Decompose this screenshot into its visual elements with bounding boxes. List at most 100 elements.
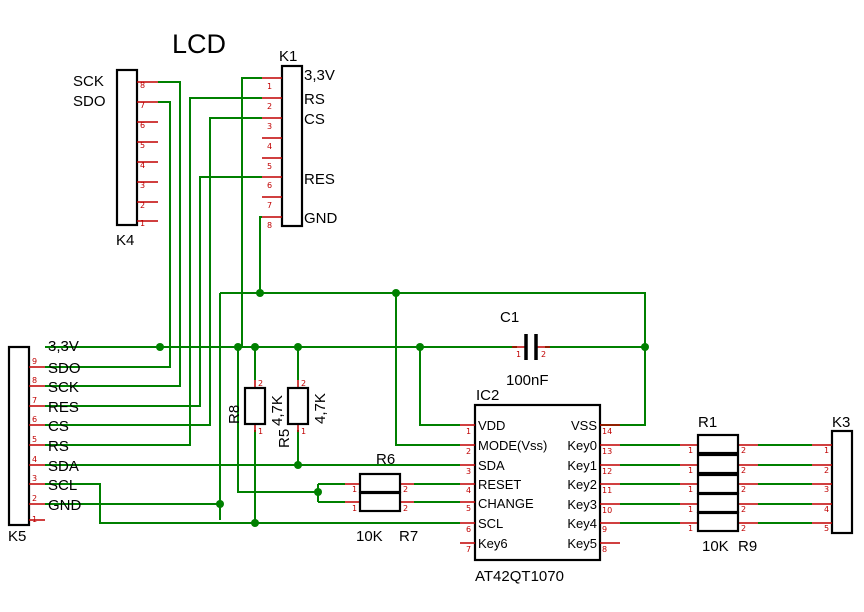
r6-value: 10K: [356, 528, 383, 545]
k5-label: SCL: [48, 477, 77, 494]
k1-pin-num: 4: [267, 142, 272, 151]
k5-pin-num: 8: [32, 376, 37, 385]
k4-label-sck: SCK: [73, 73, 104, 90]
k1-label-gnd: GND: [304, 210, 338, 227]
ic2-pin-name: RESET: [478, 477, 521, 492]
r8-value: 4,7K: [269, 395, 286, 426]
connector-k1: 1 2 3 4 5 6 7 8 K1 3,3V RS CS RES GND: [262, 48, 338, 230]
k3-pin-num: 5: [824, 524, 829, 533]
k1-pin-num: 7: [267, 201, 272, 210]
ic2-pin-num: 2: [466, 447, 471, 456]
r8-pin-num: 2: [258, 379, 263, 388]
k1-pin-num: 6: [267, 181, 272, 190]
r1-body: [696, 492, 740, 514]
r5-value: 4,7K: [312, 393, 329, 424]
k1-label-3v3: 3,3V: [304, 67, 335, 84]
r7-body: [358, 491, 402, 513]
resistor-r5: 2 1 4,7K R5: [276, 379, 329, 448]
k1-ref: K1: [279, 48, 297, 65]
r8-body: [243, 386, 267, 426]
resistor-array-r1: 1 1 1 1 1 2 2 2 2 2 R1 10K R9: [680, 414, 758, 555]
k4-pin-num: 3: [140, 181, 145, 190]
r8-pin-num: 1: [258, 427, 263, 436]
ic2-pin-name: MODE(Vss): [478, 438, 547, 453]
ic2-pin-num: 11: [602, 486, 612, 495]
k5-pin-num: 2: [32, 494, 37, 503]
connector-k3: 1 2 3 4 5 K3: [812, 414, 854, 535]
k1-pin-num: 8: [267, 221, 272, 230]
ic2-pin-num: 6: [466, 525, 471, 534]
junctions: [156, 289, 649, 527]
ic2-pin-num: 8: [602, 545, 607, 554]
ic2-pin-name: Key6: [478, 536, 508, 551]
k3-pin-num: 4: [824, 505, 829, 514]
k4-pin-num: 5: [140, 141, 145, 150]
r1-body: [696, 453, 740, 475]
capacitor-c1: 1 2 C1 100nF: [500, 309, 550, 389]
k4-pin-num: 6: [140, 121, 145, 130]
k5-label: RES: [48, 399, 79, 416]
k3-body: [830, 429, 854, 535]
r8-ref: R8: [226, 405, 243, 424]
ic2-pin-name: Key1: [567, 458, 597, 473]
connector-k5: 9 8 7 6 5 4 3 2 1 3,3V SDO SCK RES CS RS…: [7, 338, 82, 545]
ic2-body: [473, 403, 602, 562]
r9-ref: R9: [738, 538, 757, 555]
r5-pin-num: 1: [301, 427, 306, 436]
r6-body: [358, 472, 402, 494]
r6-pin-num: 1: [352, 485, 357, 494]
ic2-pin-name: Key5: [567, 536, 597, 551]
ic2-pin-name: CHANGE: [478, 496, 534, 511]
ic-ic2: IC2 AT42QT1070 1 2 3 4 5 6 7 VDD MODE(Vs…: [460, 387, 620, 585]
k3-pin-num: 3: [824, 485, 829, 494]
k5-label: RS: [48, 438, 69, 455]
k5-label: SDO: [48, 360, 81, 377]
r1-pin-num: 1: [688, 524, 693, 533]
k5-label: SDA: [48, 458, 79, 475]
k1-label-cs: CS: [304, 111, 325, 128]
r1-pin-num: 1: [688, 485, 693, 494]
k1-label-res: RES: [304, 171, 335, 188]
ic2-ref: IC2: [476, 387, 499, 404]
c1-value: 100nF: [506, 372, 549, 389]
k1-pin-num: 1: [267, 82, 272, 91]
k4-pin-num: 4: [140, 161, 145, 170]
ic2-pin-name: VSS: [571, 418, 597, 433]
k4-ref: K4: [116, 232, 134, 249]
r1-pin-num: 1: [688, 446, 693, 455]
k3-pin-num: 2: [824, 466, 829, 475]
ic2-pin-num: 14: [602, 427, 612, 436]
r1-pin-num: 1: [688, 466, 693, 475]
lcd-title: LCD: [172, 29, 226, 59]
r1-body: [696, 473, 740, 495]
connector-k4: 8 7 6 5 4 3 2 1 SCK SDO K4: [73, 68, 158, 249]
k4-pin-num: 7: [140, 101, 145, 110]
k4-label-sdo: SDO: [73, 93, 106, 110]
k5-label: CS: [48, 418, 69, 435]
k5-pin-num: 1: [32, 515, 37, 524]
r5-pin-num: 2: [301, 379, 306, 388]
k5-pin-num: 6: [32, 415, 37, 424]
r7-ref: R7: [399, 528, 418, 545]
k3-pin-num: 1: [824, 446, 829, 455]
k5-ref: K5: [8, 528, 26, 545]
ic2-pin-name: Key2: [567, 477, 597, 492]
resistor-r6-r7: 1 1 2 2 R6 10K R7: [345, 451, 418, 545]
k5-label: SCK: [48, 379, 79, 396]
k5-pin-num: 4: [32, 455, 37, 464]
c1-pin-num: 2: [541, 350, 546, 359]
k1-pin-num: 2: [267, 102, 272, 111]
k5-label: GND: [48, 497, 82, 514]
k4-body: [115, 68, 139, 227]
r7-pin-num: 2: [403, 504, 408, 513]
k4-pin-num: 2: [140, 201, 145, 210]
r6-pin-num: 2: [403, 485, 408, 494]
r1-body: [696, 433, 740, 455]
ic2-part: AT42QT1070: [475, 568, 564, 585]
r7-pin-num: 1: [352, 504, 357, 513]
r1-pin-num: 2: [741, 524, 746, 533]
r1-pin-num: 1: [688, 505, 693, 514]
k3-ref: K3: [832, 414, 850, 431]
k4-pin-num: 1: [140, 219, 145, 228]
r5-body: [286, 386, 310, 426]
